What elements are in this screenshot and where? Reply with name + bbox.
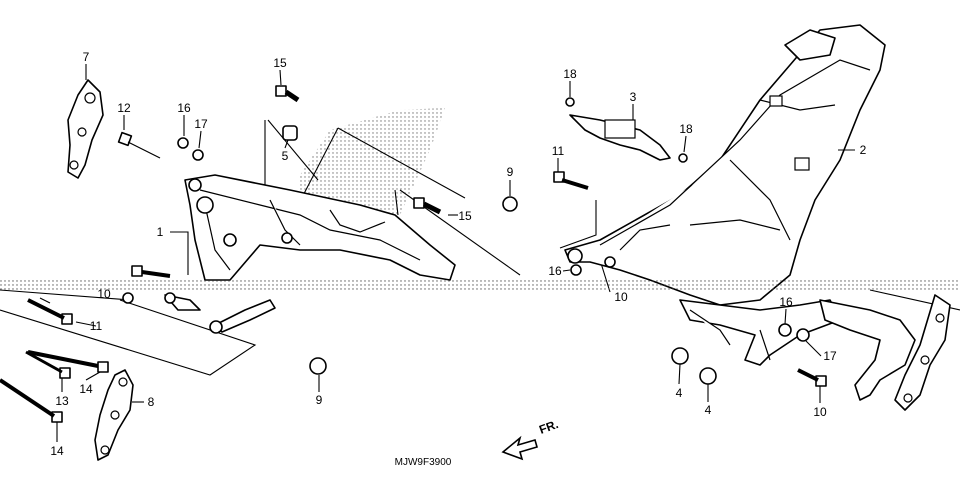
callout-8: 8 [148, 395, 155, 409]
callout-labels: 7 12 16 17 15 5 1 15 9 18 3 18 11 2 16 1… [50, 50, 866, 468]
torn-band [0, 278, 960, 290]
callout-15: 15 [273, 56, 287, 70]
bolt-10-left [131, 265, 171, 278]
callout-4: 4 [705, 403, 712, 417]
washers-collars [177, 97, 810, 385]
callout-12: 12 [117, 101, 131, 115]
bolt-13 [25, 350, 71, 379]
callout-17: 17 [194, 117, 208, 131]
callout-3: 3 [630, 90, 637, 104]
right-lower-frame [679, 299, 916, 401]
callout-14: 14 [50, 444, 64, 458]
direction-label: FR. [537, 417, 560, 437]
callout-9: 9 [507, 165, 514, 179]
callout-2: 2 [860, 143, 867, 157]
callout-11: 11 [552, 144, 565, 158]
diagram-code: MJW9F3900 [395, 457, 452, 468]
callout-ticks [56, 64, 855, 442]
lower-left-links [122, 292, 276, 334]
callout-10: 10 [813, 405, 827, 419]
callout-4: 4 [676, 386, 683, 400]
callout-16: 16 [548, 264, 562, 278]
callout-5: 5 [282, 149, 289, 163]
callout-1: 1 [157, 225, 164, 239]
callout-16: 16 [779, 295, 793, 309]
callout-11: 11 [90, 319, 103, 333]
bracket-8 [94, 369, 134, 461]
callout-18: 18 [563, 67, 577, 81]
right-main-frame [564, 24, 886, 306]
callout-7: 7 [83, 50, 90, 64]
callout-18: 18 [679, 122, 693, 136]
bolt-14-left [27, 350, 109, 373]
bolt-14-bottom [0, 378, 63, 423]
callout-14: 14 [79, 382, 93, 396]
bolt-12 [117, 131, 161, 159]
callout-10: 10 [614, 290, 628, 304]
bolt-15-mid [413, 197, 442, 215]
bracket-7 [67, 79, 104, 179]
bolt-10-right [797, 368, 827, 387]
bolt-11-top [553, 171, 589, 190]
callout-13: 13 [55, 394, 69, 408]
bracket-3 [569, 114, 671, 161]
bolt-11-left [27, 298, 73, 325]
right-side-bracket [894, 294, 951, 411]
callout-16: 16 [177, 101, 191, 115]
front-arrow-icon [501, 435, 538, 461]
bolts [0, 85, 827, 423]
left-main-frame [184, 174, 456, 281]
callout-10: 10 [97, 287, 111, 301]
callout-17: 17 [823, 349, 837, 363]
bolt-15-top [275, 85, 300, 103]
callout-15: 15 [458, 209, 472, 223]
callout-9: 9 [316, 393, 323, 407]
